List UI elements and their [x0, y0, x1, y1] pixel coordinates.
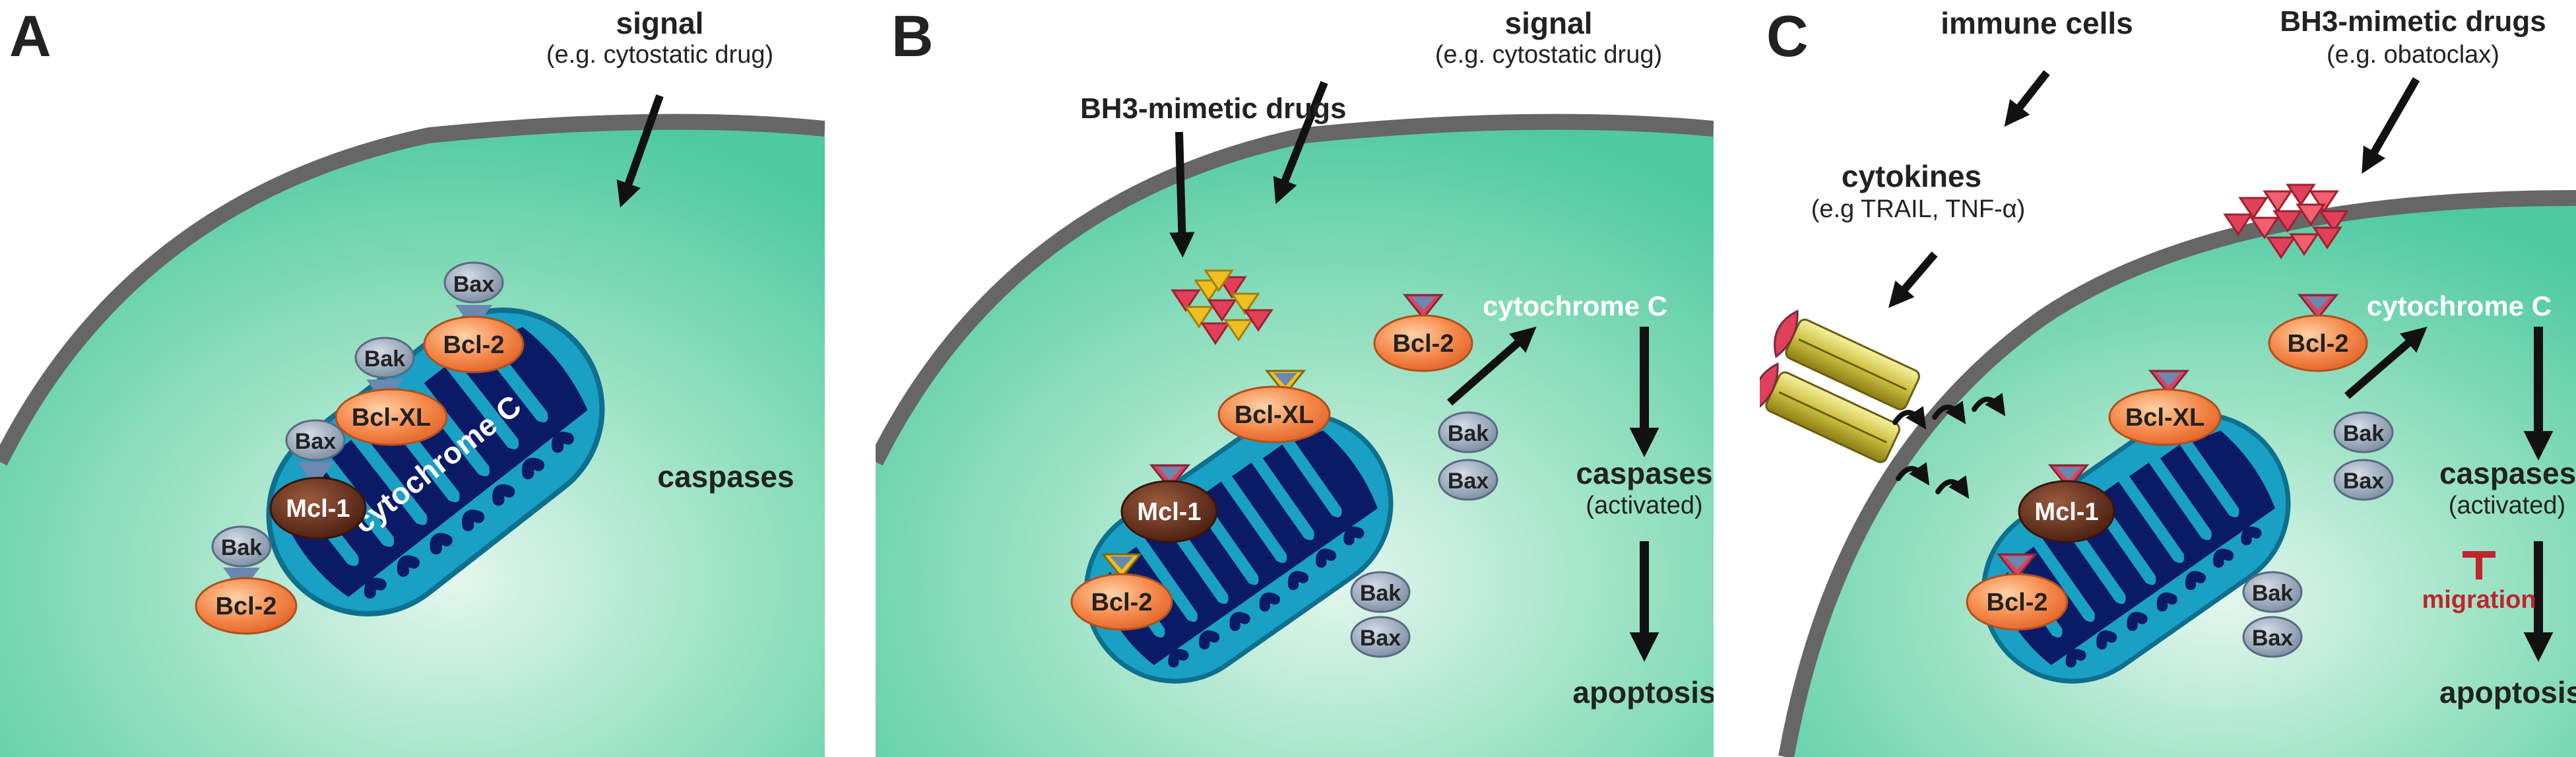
svg-text:Bcl-2: Bcl-2	[216, 593, 277, 620]
panel-b: Bcl-2 Bcl-XL Mcl-1 Bcl-2 Bak Bax	[876, 0, 1714, 757]
signal-arrow	[616, 94, 664, 208]
panel-c-drawing: Bcl-2 Bcl-XL Mcl-1 Bcl-2 Bak Bax	[1760, 70, 2576, 757]
signal-example: (e.g. cytostatic drug)	[546, 41, 774, 69]
svg-text:Bax: Bax	[453, 272, 494, 297]
cytc-arrow	[2344, 326, 2428, 399]
bcl2-top: Bcl-2	[2268, 294, 2368, 372]
migration-label: migration	[2422, 586, 2536, 614]
immune-arrow	[2004, 70, 2050, 127]
svg-text:Bak: Bak	[2343, 421, 2384, 446]
migration-inhibition	[2463, 551, 2496, 579]
activated-label: (activated)	[1586, 492, 1703, 519]
panel-a: cytochrome C Bax Bcl-2 Bak Bcl-XL Bax Mc…	[0, 0, 825, 757]
apoptosis-label: apoptosis	[1572, 675, 1714, 709]
svg-text:Bax: Bax	[2343, 469, 2384, 494]
drug-arrow	[2362, 77, 2420, 174]
mcl1: Mcl-1	[1120, 464, 1218, 543]
panel-b-drawing: Bcl-2 Bcl-XL Mcl-1 Bcl-2 Bak Bax	[876, 81, 1714, 757]
drugs-example: (e.g. obatoclax)	[2327, 41, 2499, 69]
apoptosis-label: apoptosis	[2439, 675, 2576, 709]
svg-text:Bax: Bax	[2252, 626, 2293, 651]
svg-text:Bcl-2: Bcl-2	[1987, 589, 2048, 616]
caspases-label: caspases	[657, 459, 794, 494]
svg-text:Bax: Bax	[1448, 469, 1489, 494]
caspases-label: caspases	[2439, 456, 2576, 490]
cell-membrane	[0, 114, 825, 466]
bclxl: Bak Bcl-XL	[335, 337, 448, 446]
panel-label: B	[891, 3, 934, 69]
cytokine-arrow	[1888, 251, 1938, 308]
svg-text:Bcl-2: Bcl-2	[1393, 330, 1454, 358]
panel-a-drawing: cytochrome C Bax Bcl-2 Bak Bcl-XL Bax Mc…	[0, 94, 825, 757]
cytokines-label: cytokines	[1841, 159, 1982, 193]
panel-label: A	[9, 3, 51, 69]
svg-text:Mcl-1: Mcl-1	[1137, 498, 1201, 526]
panel-label: C	[1766, 3, 1809, 69]
bcl2-top: Bax Bcl-2	[423, 261, 525, 374]
bcl2-bottom: Bcl-2	[1070, 553, 1173, 631]
signal-arrow	[1273, 81, 1328, 205]
svg-text:Bcl-2: Bcl-2	[443, 331, 505, 359]
svg-text:Bax: Bax	[1360, 626, 1401, 651]
cytc-arrow	[1447, 326, 1537, 406]
cytochrome-label: cytochrome C	[1482, 290, 1668, 321]
mcl1: Mcl-1	[2018, 464, 2115, 543]
signal-example: (e.g. cytostatic drug)	[1434, 41, 1663, 69]
caspases-label: caspases	[1576, 456, 1713, 490]
cell-membrane	[1778, 190, 2576, 757]
cytokines-example: (e.g TRAIL, TNF-α)	[1811, 195, 2026, 223]
bak-bax-upper: Bak Bax	[2333, 411, 2394, 501]
bclxl: Bcl-XL	[2108, 370, 2222, 446]
drug-cluster	[1171, 269, 1273, 345]
svg-text:Bcl-XL: Bcl-XL	[1235, 401, 1314, 429]
signal-label: signal	[1504, 6, 1593, 40]
panel-c: Bcl-2 Bcl-XL Mcl-1 Bcl-2 Bak Bax	[1760, 0, 2576, 757]
drug-arrow	[1169, 131, 1195, 258]
bcl2-bottom: Bcl-2	[1966, 553, 2069, 631]
signal-label: signal	[616, 6, 704, 40]
bcl2-top: Bcl-2	[1373, 294, 1473, 372]
drug-cluster	[2223, 183, 2349, 259]
cell-membrane	[876, 114, 1714, 466]
bclxl: Bcl-XL	[1217, 370, 1331, 444]
svg-text:Bak: Bak	[364, 346, 405, 372]
svg-text:Mcl-1: Mcl-1	[286, 495, 350, 523]
death-receptor-lower	[1760, 362, 1900, 463]
drugs-label: BH3-mimetic drugs	[2280, 5, 2546, 38]
drugs-label: BH3-mimetic drugs	[1080, 92, 1347, 125]
svg-text:Bak: Bak	[1360, 581, 1401, 606]
bak-bax-lower: Bak Bax	[1350, 571, 1411, 658]
mcl1: Bax Mcl-1	[269, 419, 367, 540]
svg-text:Mcl-1: Mcl-1	[2034, 498, 2098, 526]
svg-text:Bcl-2: Bcl-2	[1091, 589, 1153, 616]
svg-text:Bak: Bak	[1448, 421, 1489, 446]
svg-text:Bcl-XL: Bcl-XL	[2125, 404, 2205, 432]
death-receptor-upper	[1774, 309, 1920, 411]
bcl2-bottom: Bak Bcl-2	[195, 525, 298, 635]
svg-text:Bax: Bax	[295, 429, 336, 454]
signal-squiggles	[1892, 393, 2006, 499]
bak-bax-upper: Bak Bax	[1438, 411, 1498, 501]
svg-text:Bcl-XL: Bcl-XL	[352, 404, 431, 432]
svg-text:Bak: Bak	[221, 535, 262, 560]
svg-text:Bcl-2: Bcl-2	[2288, 330, 2349, 358]
cytochrome-label: cytochrome C	[2366, 290, 2552, 321]
activated-label: (activated)	[2448, 492, 2566, 519]
bak-bax-lower: Bak Bax	[2242, 571, 2303, 658]
svg-text:Bak: Bak	[2252, 581, 2293, 606]
immune-cells-label: immune cells	[1941, 6, 2133, 40]
